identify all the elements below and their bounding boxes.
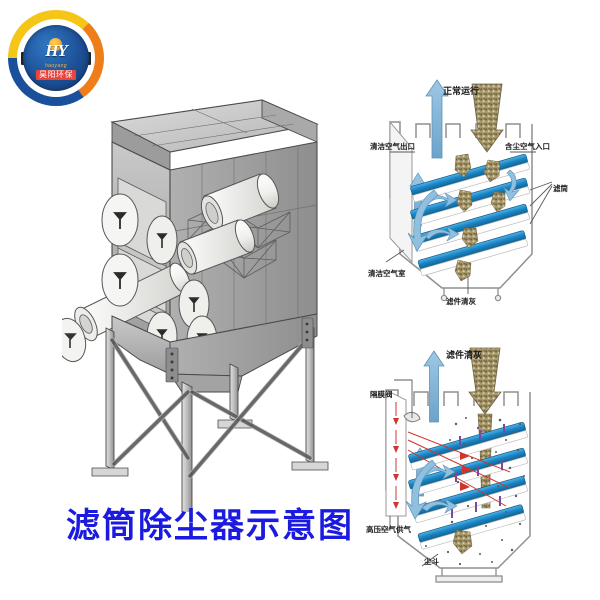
logo-core: HY haoyang 昊阳环保 bbox=[23, 25, 89, 91]
company-logo: HY haoyang 昊阳环保 bbox=[8, 10, 104, 106]
nozzle-ticks bbox=[451, 424, 505, 518]
label-dust-hopper: 尘斗 bbox=[424, 557, 439, 566]
pulse-air-arrowheads bbox=[393, 418, 472, 509]
label-dusty-air-inlet: 含尘空气入口 bbox=[505, 142, 550, 151]
label-diaphragm-valve: 隔膜阀 bbox=[370, 390, 393, 399]
page-title: 滤筒除尘器示意图 bbox=[66, 506, 354, 546]
filter-cartridges bbox=[408, 421, 528, 550]
diagram-filter-cleaning bbox=[380, 347, 531, 583]
diagram-normal-operation bbox=[385, 79, 553, 302]
logo-mark-text: HY bbox=[45, 40, 68, 60]
dust-clumps bbox=[454, 153, 506, 282]
leader-lines bbox=[385, 151, 553, 294]
label-filter-cleaning-caption: 滤件清灰 bbox=[446, 297, 476, 306]
logo-hy-mark: HY bbox=[39, 37, 73, 65]
logo-company-name: 昊阳环保 bbox=[36, 69, 76, 80]
diagram-1-title: 正常运行 bbox=[443, 87, 480, 97]
label-filter-cartridge: 滤筒 bbox=[553, 184, 568, 193]
dusty-air-inlet-arrow bbox=[470, 83, 504, 153]
clean-air-outlet-arrow bbox=[425, 79, 449, 159]
label-clean-air-chamber: 清洁空气室 bbox=[368, 269, 406, 278]
support-legs bbox=[91, 317, 329, 512]
cartridge-dust-collector-3d-cutaway bbox=[62, 99, 329, 512]
logo-pinyin: haoyang bbox=[45, 62, 67, 69]
label-high-pressure-air-supply: 高压空气供气 bbox=[366, 525, 411, 534]
pulse-air-lines bbox=[395, 402, 511, 507]
sun-icon bbox=[49, 37, 62, 51]
label-clean-air-outlet: 清洁空气出口 bbox=[370, 142, 415, 151]
filter-cartridge-interior bbox=[176, 173, 280, 275]
diagram-2-title: 滤件清灰 bbox=[446, 351, 483, 361]
